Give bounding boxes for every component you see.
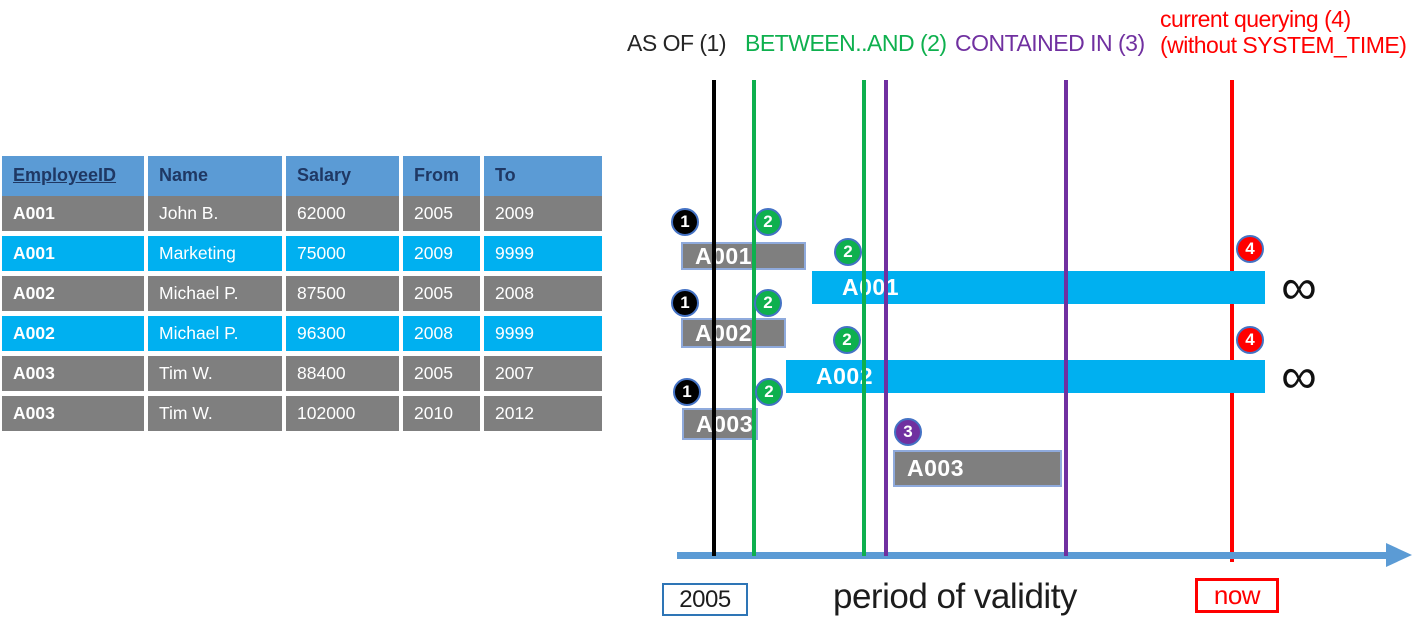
table-cell-from: 2008 xyxy=(403,316,480,351)
table-cell-from: 2005 xyxy=(403,196,480,231)
step-badge-2: 2 xyxy=(755,378,783,406)
validity-bar-a002-3: A002 xyxy=(786,360,1265,393)
table-cell-to: 2009 xyxy=(484,196,602,231)
validity-bar-a003-5: A003 xyxy=(893,450,1062,487)
table-cell-employee_id: A003 xyxy=(2,356,144,391)
contained-end-line xyxy=(1064,80,1068,556)
step-badge-1: 1 xyxy=(673,378,701,406)
table-cell-employee_id: A001 xyxy=(2,236,144,271)
table-cell-name: Tim W. xyxy=(148,356,282,391)
step-badge-1: 1 xyxy=(671,208,699,236)
step-badge-1: 1 xyxy=(671,289,699,317)
table-cell-name: John B. xyxy=(148,196,282,231)
table-cell-name: Marketing xyxy=(148,236,282,271)
legend-current-querying-line2: (without SYSTEM_TIME) xyxy=(1160,31,1407,58)
table-cell-name: Michael P. xyxy=(148,316,282,351)
step-badge-2: 2 xyxy=(754,289,782,317)
validity-bar-a003-4: A003 xyxy=(682,408,758,440)
table-cell-to: 2007 xyxy=(484,356,602,391)
validity-bar-a002-2: A002 xyxy=(681,318,786,348)
bar-label: A002 xyxy=(695,319,752,346)
bar-label: A002 xyxy=(816,363,873,389)
table-cell-salary: 87500 xyxy=(286,276,399,311)
table-cell-salary: 75000 xyxy=(286,236,399,271)
table-cell-to: 2008 xyxy=(484,276,602,311)
step-badge-2: 2 xyxy=(754,208,782,236)
table-cell-salary: 62000 xyxy=(286,196,399,231)
table-cell-from: 2005 xyxy=(403,276,480,311)
legend-as-of: AS OF (1) xyxy=(627,30,727,56)
table-cell-to: 2012 xyxy=(484,396,602,431)
time-axis-arrowhead-icon xyxy=(1386,543,1412,567)
table-cell-to: 9999 xyxy=(484,316,602,351)
legend-current-querying-line1: current querying (4) xyxy=(1160,6,1351,32)
legend-current-querying: current querying (4) (without SYSTEM_TIM… xyxy=(1160,6,1407,59)
validity-bar-a001-1: A001 xyxy=(812,271,1265,304)
between-start-line xyxy=(752,80,756,556)
table-cell-from: 2005 xyxy=(403,356,480,391)
infinity-icon: ∞ xyxy=(1281,258,1317,315)
as-of-line xyxy=(712,80,716,556)
table-cell-from: 2009 xyxy=(403,236,480,271)
table-cell-employee_id: A003 xyxy=(2,396,144,431)
axis-start-year-box: 2005 xyxy=(662,583,748,616)
table-cell-employee_id: A002 xyxy=(2,316,144,351)
bar-label: A001 xyxy=(842,274,899,300)
bar-label: A003 xyxy=(907,455,964,481)
now-line xyxy=(1230,80,1234,562)
bar-label: A001 xyxy=(695,242,752,269)
step-badge-2: 2 xyxy=(834,238,862,266)
table-cell-name: Michael P. xyxy=(148,276,282,311)
table-cell-name: Tim W. xyxy=(148,396,282,431)
table-cell-salary: 102000 xyxy=(286,396,399,431)
step-badge-3: 3 xyxy=(894,418,922,446)
contained-start-line xyxy=(884,80,888,556)
infinity-icon: ∞ xyxy=(1281,347,1317,404)
table-cell-from: 2010 xyxy=(403,396,480,431)
bar-label: A003 xyxy=(696,410,753,437)
step-badge-4: 4 xyxy=(1236,326,1264,354)
table-cell-employee_id: A002 xyxy=(2,276,144,311)
step-badge-4: 4 xyxy=(1236,235,1264,263)
table-cell-to: 9999 xyxy=(484,236,602,271)
table-cell-employee_id: A001 xyxy=(2,196,144,231)
between-end-line xyxy=(862,80,866,556)
table-cell-salary: 96300 xyxy=(286,316,399,351)
legend-contained-in: CONTAINED IN (3) xyxy=(955,30,1145,56)
validity-bar-a001-0: A001 xyxy=(681,242,806,270)
axis-title: period of validity xyxy=(833,577,1077,616)
time-axis-line xyxy=(677,552,1389,559)
axis-now-box: now xyxy=(1195,578,1279,613)
step-badge-2: 2 xyxy=(833,326,861,354)
table-cell-salary: 88400 xyxy=(286,356,399,391)
legend-between-and: BETWEEN..AND (2) xyxy=(745,30,947,56)
